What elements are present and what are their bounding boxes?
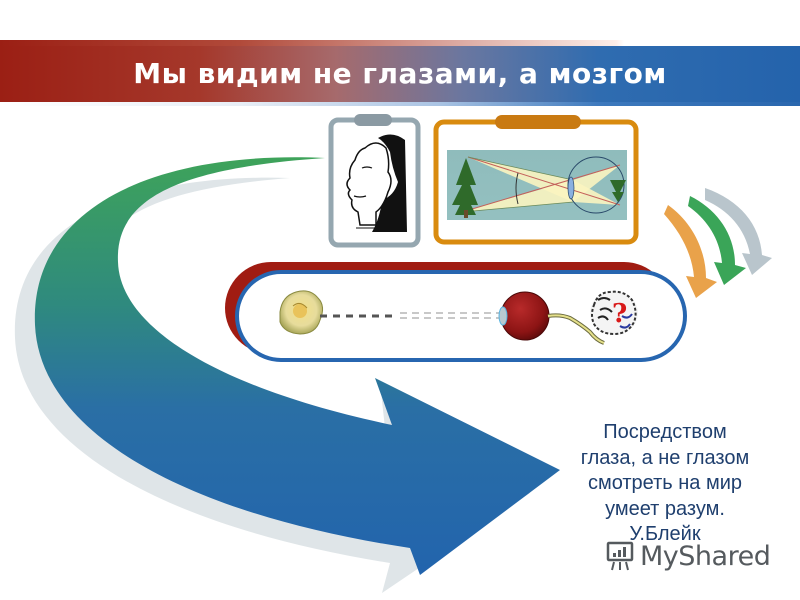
quote-line: глаза, а не глазом (580, 446, 750, 469)
quote-line: умеет разум. (605, 497, 725, 520)
quote-author: У.Блейк (629, 523, 701, 545)
title-band-bottom-strip (0, 102, 800, 106)
quote-block: Посредством глаза, а не глазом смотреть … (540, 420, 790, 548)
quote-line: смотреть на мир (587, 472, 743, 494)
small-arrows-group (664, 188, 772, 298)
title-band: Мы видим не глазами, а мозгом (0, 40, 800, 106)
title-band-gradient (0, 46, 800, 102)
clipboard-clip-orange (495, 115, 581, 129)
watermark-label: MyShared (640, 540, 771, 572)
slide-title: Мы видим не глазами, а мозгом (133, 57, 667, 90)
green-arrow-icon (688, 196, 746, 285)
orange-arrow-icon (664, 205, 717, 298)
title-band-top-strip (0, 40, 800, 46)
illusion-card (328, 114, 421, 248)
presentation-board-icon (606, 541, 634, 571)
pathway-capsule: ? (225, 262, 687, 362)
eye-optics-diagram-icon (447, 150, 627, 220)
svg-text:?: ? (612, 299, 627, 329)
brain-question-icon: ? (590, 290, 638, 336)
rose-icon (279, 290, 324, 335)
quote-line: Посредством (603, 421, 727, 443)
clipboard-clip-gray (354, 114, 392, 126)
watermark[interactable]: MyShared (606, 540, 771, 572)
gray-arrow-icon (705, 188, 772, 275)
face-illusion-icon (346, 134, 407, 232)
optics-card (433, 115, 639, 245)
big-curved-arrow-icon (14, 157, 560, 593)
